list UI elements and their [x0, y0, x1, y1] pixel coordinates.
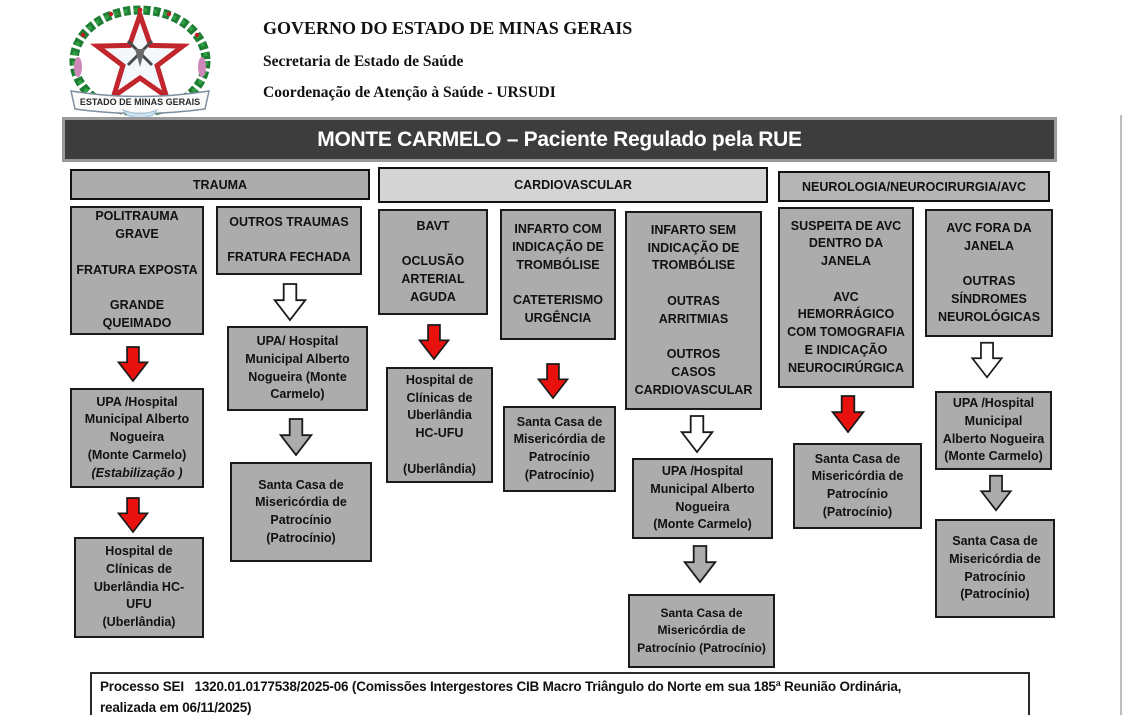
box-santa-casa-patrocinio: Santa Casa de Misericórdia de Patrocínio…: [503, 406, 616, 492]
banner-ribbon: [70, 90, 210, 115]
box-outros-traumas: OUTROS TRAUMAS FRATURA FECHADA: [216, 206, 362, 275]
box-santa-casa-patrocinio: Santa Casa de Misericórdia de Patrocínio…: [935, 519, 1055, 618]
down-arrow-icon: [272, 283, 308, 322]
box-upa-monte-carmelo: UPA/ Hospital Municipal Alberto Nogueira…: [227, 326, 368, 411]
box-avc-dentro-janela: SUSPEITA DE AVC DENTRO DA JANELA AVC HEM…: [778, 207, 914, 388]
down-arrow-icon: [979, 474, 1013, 512]
title-bar: MONTE CARMELO – Paciente Regulado pela R…: [62, 117, 1057, 162]
box-santa-casa-patrocinio: Santa Casa de Misericórdia de Patrocínio…: [628, 594, 775, 668]
box-upa-monte-carmelo: UPA /Hospital Municipal Alberto Nogueira…: [935, 391, 1052, 470]
column-header-cardiovascular: CARDIOVASCULAR: [378, 167, 768, 203]
down-arrow-icon: [679, 415, 715, 454]
down-arrow-icon: [278, 418, 314, 457]
down-arrow-icon: [116, 346, 150, 383]
coordination-title: Coordenação de Atenção à Saúde - URSUDI: [263, 84, 556, 101]
box-hc-ufu-uberlandia: Hospital de Clínicas de Uberlândia HC-UF…: [386, 367, 493, 483]
flower-left: [74, 57, 82, 77]
minas-gerais-coat-of-arms-logo: ESTADO DE MINAS GERAIS: [69, 5, 211, 117]
column-header-neurologia: NEUROLOGIA/NEUROCIRURGIA/AVC: [778, 171, 1050, 202]
page-edge-divider: [1120, 115, 1122, 715]
down-arrow-icon: [536, 363, 570, 400]
logo-banner-text: ESTADO DE MINAS GERAIS: [80, 97, 200, 107]
down-arrow-icon: [830, 395, 866, 434]
processo-sei-footer: Processo SEI 1320.01.0177538/2025-06 (Co…: [90, 672, 1030, 715]
secretary-title: Secretaria de Estado de Saúde: [263, 53, 464, 70]
box-upa-monte-carmelo-estabilizacao: UPA /Hospital Municipal Alberto Nogueira…: [70, 388, 204, 488]
down-arrow-icon: [970, 341, 1004, 379]
bow-ribbon: [121, 108, 159, 117]
estabilizacao-note: (Estabilização ): [91, 465, 183, 480]
letterhead: GOVERNO DO ESTADO DE MINAS GERAIS Secret…: [263, 18, 632, 115]
flower-right: [198, 57, 206, 77]
box-infarto-sem-trombolise: INFARTO SEM INDICAÇÃO DE TROMBÓLISE OUTR…: [625, 211, 762, 410]
box-avc-fora-janela: AVC FORA DA JANELA OUTRAS SÍNDROMES NEUR…: [925, 209, 1053, 337]
down-arrow-icon: [116, 497, 150, 534]
box-politrauma-grave: POLITRAUMA GRAVE FRATURA EXPOSTA GRANDE …: [70, 206, 204, 335]
page-title: MONTE CARMELO – Paciente Regulado pela R…: [317, 127, 802, 151]
box-bavt-oclusao: BAVT OCLUSÃO ARTERIAL AGUDA: [378, 209, 488, 315]
government-title: GOVERNO DO ESTADO DE MINAS GERAIS: [263, 18, 633, 38]
box-santa-casa-patrocinio: Santa Casa de Misericórdia de Patrocínio…: [230, 462, 372, 562]
down-arrow-icon: [417, 324, 451, 361]
box-infarto-com-trombolise: INFARTO COM INDICAÇÃO DE TROMBÓLISE CATE…: [500, 209, 616, 340]
column-header-trauma: TRAUMA: [70, 169, 370, 200]
box-santa-casa-patrocinio: Santa Casa de Misericórdia de Patrocínio…: [793, 443, 922, 529]
box-upa-monte-carmelo: UPA /Hospital Municipal Alberto Nogueira…: [632, 458, 773, 539]
box-hc-ufu-uberlandia: Hospital de Clínicas de Uberlândia HC- U…: [74, 537, 204, 638]
down-arrow-icon: [682, 545, 718, 584]
